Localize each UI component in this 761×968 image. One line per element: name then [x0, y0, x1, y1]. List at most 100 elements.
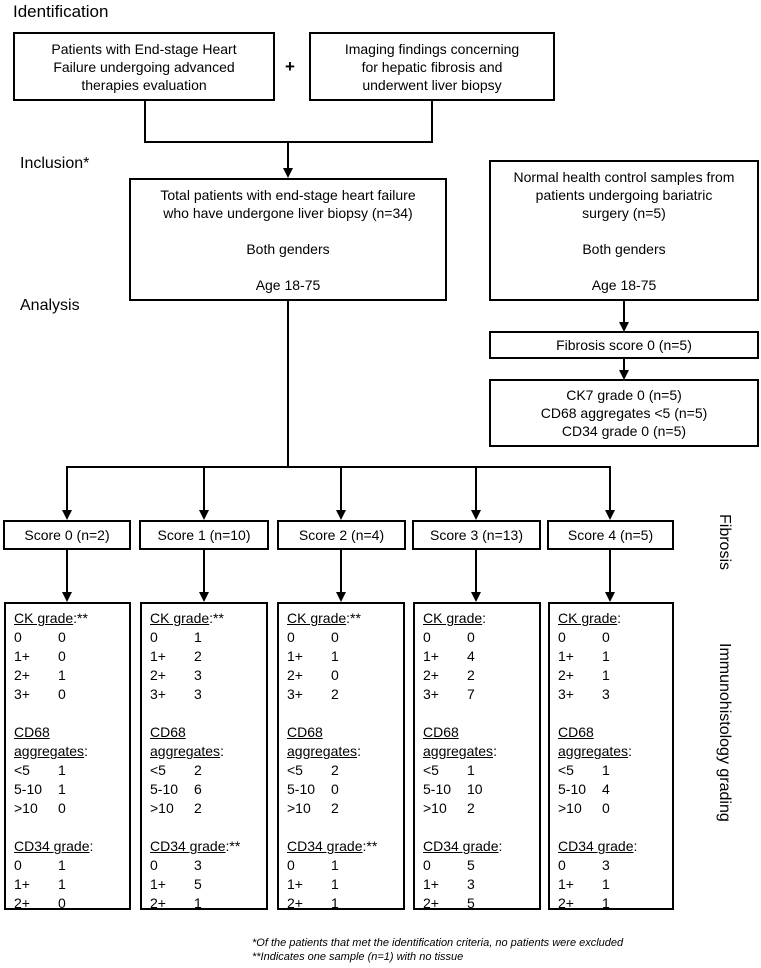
- cd68-aggregates-row: 5-10 0: [287, 780, 403, 799]
- cd68-header-line-2: aggregates:: [150, 743, 224, 759]
- ck-grade-row-count: 1: [331, 648, 339, 664]
- side-label-fibrosis: Fibrosis: [716, 514, 733, 571]
- cd34-grade-row-count: 1: [602, 895, 610, 911]
- identification-right-line-2: for hepatic fibrosis and: [361, 58, 503, 75]
- ck-grade-row-grade: 1+: [423, 648, 439, 664]
- cd34-grade-row-grade: 2+: [150, 895, 166, 911]
- control-ck7: CK7 grade 0 (n=5): [566, 387, 682, 403]
- ck-grade-row-count: 1: [194, 629, 202, 645]
- cd68-aggregates-row-grade: 5-10: [14, 781, 43, 797]
- ck-grade-row-grade: 3+: [14, 686, 30, 702]
- score-label: Score 3 (n=13): [430, 527, 523, 543]
- cd34-grade-header: CD34 grade:: [14, 838, 94, 854]
- cd34-grade-row-count: 1: [194, 895, 202, 911]
- cd34-grade-row-grade: 2+: [558, 895, 574, 911]
- cd34-grade-row-count: 1: [331, 857, 339, 873]
- cd34-grade-row: 1+1: [558, 875, 672, 894]
- plus-sign: +: [285, 57, 295, 76]
- ck-grade-row: 2+2: [423, 666, 539, 685]
- score-label: Score 0 (n=2): [24, 527, 110, 543]
- ck-grade-row: 1+0: [14, 647, 129, 666]
- control-genders: Both genders: [582, 240, 666, 257]
- section-identification: Identification: [13, 2, 109, 21]
- ck-grade-row: 3+2: [287, 685, 403, 704]
- score-box-1: Score 1 (n=10): [139, 520, 269, 550]
- cd68-aggregates-row-grade: <5: [14, 762, 30, 778]
- ck-grade-row-grade: 2+: [14, 667, 30, 683]
- ck-grade-header: CK grade:**: [14, 610, 88, 626]
- cd68-header-line-1: CD68: [150, 724, 186, 740]
- control-fibrosis-box: Fibrosis score 0 (n=5): [489, 331, 759, 359]
- cd68-aggregates-row-count: 0: [602, 800, 610, 816]
- cd68-aggregates-row-grade: >10: [287, 800, 311, 816]
- control-line-2: patients undergoing bariatric: [535, 186, 713, 203]
- cd34-grade-row-count: 5: [467, 895, 475, 911]
- ck-grade-row: 1+4: [423, 647, 539, 666]
- cd68-aggregates-row-count: 2: [194, 800, 202, 816]
- cd68-aggregates-row-grade: 5-10: [423, 781, 452, 797]
- cd34-grade-row-grade: 2+: [14, 895, 30, 911]
- identification-left-line-2: Failure undergoing advanced: [53, 58, 235, 75]
- total-age: Age 18-75: [255, 276, 321, 293]
- score-label: Score 2 (n=4): [298, 527, 385, 543]
- cd34-grade-row-count: 3: [602, 857, 610, 873]
- total-line-1: Total patients with end-stage heart fail…: [160, 186, 416, 203]
- ck-grade-row-count: 0: [58, 629, 66, 645]
- score-box-3: Score 3 (n=13): [412, 520, 541, 550]
- cd34-grade-row: 1+ 1: [14, 875, 129, 894]
- identification-left-line-1: Patients with End-stage Heart: [51, 40, 237, 57]
- cd68-aggregates-row-grade: >10: [423, 800, 447, 816]
- cd34-grade-row: 1+5: [150, 875, 266, 894]
- identification-imaging-box: Imaging findings concerning for hepatic …: [309, 32, 555, 101]
- control-line-3: surgery (n=5): [582, 204, 666, 221]
- cd68-aggregates-row-grade: 5-10: [287, 781, 316, 797]
- cd68-aggregates-row-grade: <5: [558, 762, 574, 778]
- identification-left-line-3: therapies evaluation: [81, 76, 207, 93]
- cd34-grade-row-count: 1: [331, 876, 339, 892]
- cd68-aggregates-row-grade: <5: [150, 762, 166, 778]
- cd68-header-line-1: CD68: [14, 724, 50, 740]
- ck-grade-row-grade: 3+: [150, 686, 166, 702]
- cd34-grade-row-grade: 1+: [287, 876, 303, 892]
- cd34-grade-row-count: 1: [58, 876, 66, 892]
- cd34-grade-header: CD34 grade:: [558, 838, 638, 854]
- identification-right-line-3: underwent liver biopsy: [362, 76, 502, 93]
- control-cd68: CD68 aggregates <5 (n=5): [540, 405, 708, 421]
- ck-grade-row-grade: 0: [150, 629, 158, 645]
- ck-grade-row-grade: 2+: [287, 667, 303, 683]
- ck-grade-row: 3+3: [558, 685, 672, 704]
- cd34-grade-row-count: 1: [331, 895, 339, 911]
- cd34-grade-row-grade: 0: [423, 857, 431, 873]
- cd68-aggregates-row-count: 10: [467, 781, 483, 797]
- cd68-aggregates-row-count: 0: [58, 800, 66, 816]
- ck-grade-row: 3+7: [423, 685, 539, 704]
- cd68-aggregates-row-grade: >10: [150, 800, 174, 816]
- total-patients-box: Total patients with end-stage heart fail…: [129, 178, 447, 301]
- control-grades-box: CK7 grade 0 (n=5) CD68 aggregates <5 (n=…: [489, 379, 759, 447]
- cd34-grade-row-grade: 1+: [14, 876, 30, 892]
- control-fibrosis-score: Fibrosis score 0 (n=5): [556, 337, 692, 353]
- cd34-grade-row-grade: 0: [14, 857, 22, 873]
- ck-grade-row: 2+3: [150, 666, 266, 685]
- cd68-header-line-1: CD68: [558, 724, 594, 740]
- cd34-grade-row-count: 3: [194, 857, 202, 873]
- ck-grade-row: 3+3: [150, 685, 266, 704]
- score-box-2: Score 2 (n=4): [277, 520, 406, 550]
- control-samples-box: Normal health control samples from patie…: [489, 160, 759, 301]
- cd68-aggregates-row-count: 0: [331, 781, 339, 797]
- cd34-grade-row-count: 3: [467, 876, 475, 892]
- ck-grade-row-count: 1: [602, 667, 610, 683]
- ck-grade-row: 2+1: [558, 666, 672, 685]
- cd68-aggregates-row-count: 6: [194, 781, 202, 797]
